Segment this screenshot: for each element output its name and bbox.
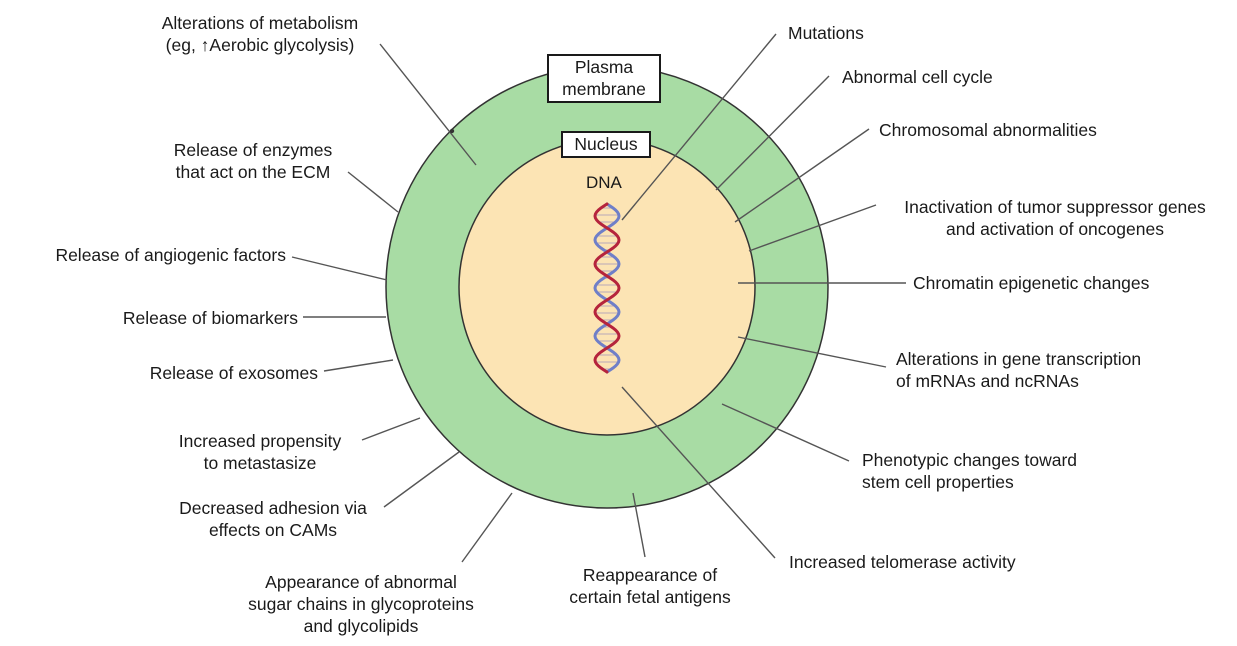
leader-line-metabolism — [379, 43, 477, 166]
dna-helix-icon — [593, 202, 621, 374]
label-chromosomal: Chromosomal abnormalities — [879, 120, 1097, 140]
leader-line-tumor — [748, 204, 877, 252]
label-stemcell: Phenotypic changes toward stem cell prop… — [862, 450, 1077, 492]
leader-line-fetal — [632, 492, 646, 558]
label-transcription: Alterations in gene transcription of mRN… — [896, 349, 1142, 391]
leader-line-mutations — [621, 33, 777, 221]
leader-line-chromosomal — [734, 128, 870, 223]
label-adhesion: Decreased adhesion via effects on CAMs — [179, 498, 367, 540]
leader-line-enzymes — [347, 171, 399, 213]
leader-line-stemcell — [721, 403, 850, 462]
leader-line-transcription — [737, 336, 887, 368]
leader-line-metastasize — [361, 417, 421, 441]
leader-line-telomerase — [621, 386, 776, 559]
leader-lines — [291, 33, 906, 563]
leader-line-cellcycle — [715, 75, 830, 191]
label-exosomes: Release of exosomes — [149, 363, 318, 383]
label-telomerase: Increased telomerase activity — [789, 552, 1016, 572]
label-biomarkers: Release of biomarkers — [122, 308, 298, 328]
label-angiogenic: Release of angiogenic factors — [55, 245, 286, 265]
label-mutations: Mutations — [788, 23, 864, 43]
nucleus-label: Nucleus — [561, 131, 651, 158]
dna-label: DNA — [586, 173, 622, 192]
label-enzymes: Release of enzymes that act on the ECM — [173, 140, 333, 182]
label-sugar: Appearance of abnormal sugar chains in g… — [248, 572, 474, 636]
label-fetal: Reappearance of certain fetal antigens — [569, 565, 731, 607]
leader-line-sugar — [461, 492, 513, 563]
label-chromatin: Chromatin epigenetic changes — [913, 273, 1150, 293]
plasma-membrane-label: Plasma membrane — [547, 54, 661, 103]
dna-strand-blue — [593, 202, 621, 374]
label-cellcycle: Abnormal cell cycle — [842, 67, 993, 87]
leader-line-adhesion — [383, 451, 460, 508]
label-metastasize: Increased propensity to metastasize — [178, 431, 342, 473]
label-metabolism: Alterations of metabolism (eg, ↑Aerobic … — [161, 13, 359, 55]
leader-dot-metabolism — [449, 128, 455, 134]
label-tumor: Inactivation of tumor suppressor genes a… — [904, 197, 1206, 239]
dna-strand-red — [593, 202, 621, 374]
leader-line-angiogenic — [291, 256, 388, 281]
leader-line-exosomes — [323, 359, 394, 372]
